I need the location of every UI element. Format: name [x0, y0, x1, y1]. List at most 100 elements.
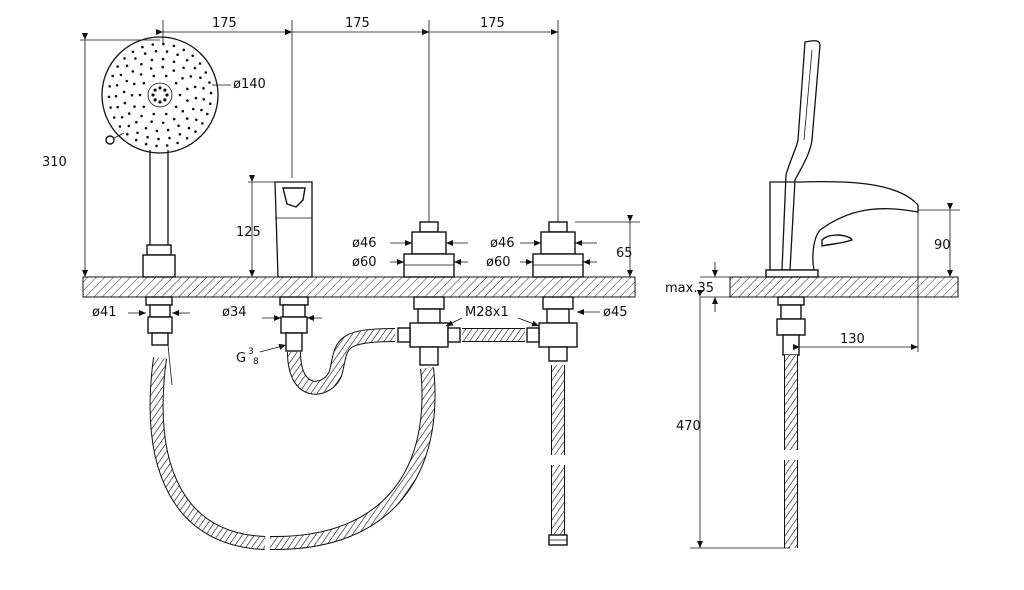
nozzle-dot	[187, 126, 191, 130]
nozzle-dot	[107, 95, 111, 99]
nozzle-dot	[139, 73, 143, 76]
nozzle-dot	[155, 129, 159, 133]
nozzle-dot	[154, 49, 158, 53]
nozzle-dot	[131, 70, 135, 73]
dim-handshower-height: 310	[42, 155, 67, 170]
dim-handshower-height-group: 310	[42, 33, 160, 277]
dim-handshower-base-group: ø41	[92, 305, 190, 320]
nozzle-dot	[168, 136, 171, 140]
nozzle-dot	[165, 144, 169, 147]
nozzle-dot	[109, 106, 112, 109]
dim-valve-right-d2: ø60	[486, 255, 511, 270]
nozzle-dot	[161, 65, 164, 69]
nozzle-dot	[135, 120, 138, 124]
dim-thread-den: 8	[253, 357, 259, 367]
nozzle-dot	[150, 120, 153, 123]
side-view: 90 max.35 130 470	[665, 40, 960, 549]
nozzle-dot	[172, 60, 176, 64]
deck-front	[82, 276, 636, 298]
nozzle-dot	[122, 90, 126, 94]
nozzle-dot	[115, 84, 119, 87]
nozzle-dot	[133, 105, 136, 108]
nozzle-dot	[193, 85, 197, 89]
nozzle-dot	[152, 112, 156, 116]
nozzle-dot	[153, 88, 157, 92]
dim-valve-left-d2: ø60	[352, 255, 377, 270]
valve-right: ø46 ø60 65 ø45 M28x1	[445, 215, 640, 362]
nozzle-dot	[134, 138, 138, 142]
dim-handshower-base: ø41	[92, 305, 117, 320]
nozzle-dot	[194, 96, 198, 100]
nozzle-dot	[130, 94, 134, 97]
dim-thread-m: M28x1	[465, 305, 509, 320]
nozzle-dot	[114, 94, 118, 98]
nozzle-dot	[155, 144, 158, 148]
spout: 125 ø34 G 3 8	[222, 175, 322, 367]
nozzle-dot	[140, 114, 143, 118]
nozzle-dot	[161, 121, 165, 125]
nozzle-dot	[172, 69, 176, 72]
nozzle-dot	[200, 108, 203, 112]
dim-shower-diameter: ø140	[233, 77, 266, 92]
nozzle-dot	[120, 116, 124, 119]
nozzle-dot	[151, 93, 155, 97]
nozzle-dot	[185, 59, 189, 62]
nozzle-dot	[127, 124, 131, 128]
deck-side	[729, 276, 959, 298]
nozzle-dot	[194, 130, 197, 133]
nozzle-dot	[142, 81, 146, 85]
nozzle-dot	[181, 77, 184, 80]
nozzle-dot	[125, 64, 129, 68]
nozzle-dot	[150, 58, 154, 62]
nozzle-dot	[126, 132, 129, 136]
nozzle-dot	[182, 48, 186, 52]
nozzle-dot	[125, 79, 129, 83]
nozzle-dot	[202, 87, 205, 90]
nozzle-dot	[158, 86, 162, 90]
nozzle-dot	[161, 57, 165, 61]
nozzle-dot	[157, 137, 160, 141]
nozzle-dot	[176, 53, 179, 56]
nozzle-dot	[185, 117, 189, 120]
nozzle-dot	[176, 141, 179, 145]
nozzle-dot	[166, 128, 170, 132]
nozzle-dot	[172, 117, 176, 121]
nozzle-dot	[151, 43, 155, 46]
dim-spout-projection: 130	[840, 332, 865, 347]
nozzle-dot	[185, 136, 189, 140]
nozzle-dot	[118, 125, 122, 128]
nozzle-dot	[146, 135, 149, 139]
dim-valve-right-d1: ø46	[490, 236, 515, 251]
nozzle-dot	[164, 74, 168, 78]
dim-valve-base: ø45	[603, 305, 628, 320]
nozzle-dot	[174, 105, 178, 109]
nozzle-dot	[116, 65, 119, 68]
nozzle-dot	[202, 98, 206, 101]
nozzle-dot	[198, 62, 202, 65]
nozzle-dot	[127, 112, 131, 115]
nozzle-dot	[191, 107, 195, 111]
nozzle-dot	[152, 74, 156, 78]
dim-spacing-1: 175	[212, 16, 237, 31]
hand-shower: ø140	[101, 36, 266, 386]
nozzle-dot	[193, 66, 197, 70]
dim-spacing-3: 175	[480, 16, 505, 31]
nozzle-dot	[189, 75, 193, 78]
nozzle-dot	[133, 82, 136, 86]
nozzle-dot	[165, 50, 169, 53]
nozzle-dot	[111, 74, 114, 78]
nozzle-dot	[174, 81, 178, 85]
dim-thread-num: 3	[248, 347, 254, 357]
nozzle-dot	[144, 126, 148, 130]
nozzle-dot	[123, 101, 127, 105]
nozzle-dot	[177, 124, 180, 128]
nozzle-dot	[136, 131, 139, 135]
nozzle-dot	[149, 67, 153, 70]
nozzle-dot	[108, 85, 111, 88]
nozzle-dot	[163, 98, 167, 102]
nozzle-dot	[182, 66, 185, 70]
nozzle-dot	[178, 133, 182, 136]
nozzle-dot	[143, 52, 147, 55]
shower-nozzles	[107, 42, 213, 148]
